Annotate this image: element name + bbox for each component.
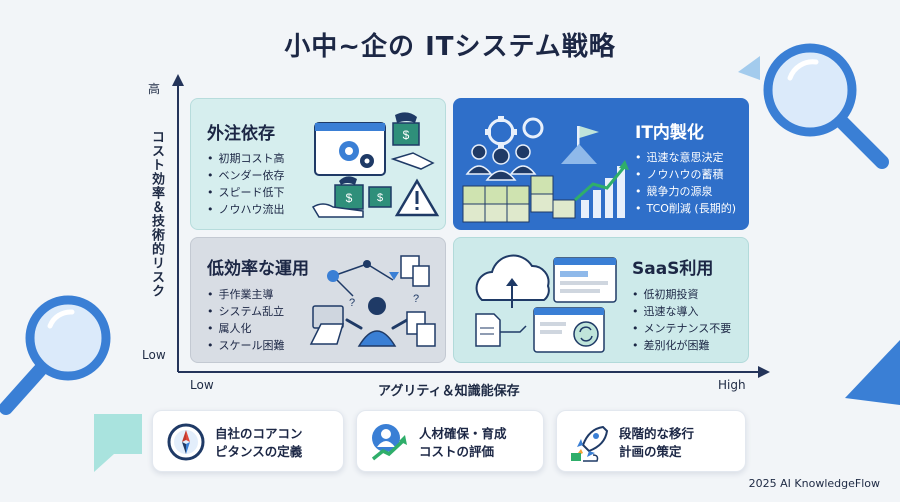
list-item: ベンダー依存 [207,167,285,184]
quadrant-bullet-list: 迅速な意思決定 ノウハウの蓄積 競争力の源泉 TCO削減 (長期的) [635,149,737,217]
x-axis-title: アグリティ＆知識能保存 [378,384,520,399]
strategy-card-talent-cost: 人材確保・育成 コストの評価 [356,410,544,472]
quadrant-bullet-list: 初期コスト高 ベンダー依存 スピード低下 ノウハウ流出 [207,150,285,218]
quadrant-saas: SaaS利用 低初期投資 迅速な導入 メンテナンス不要 差別化が困難 [453,237,749,363]
quadrant-title: 低効率な運用 [207,259,309,279]
quadrant-outsourcing: 外注依存 初期コスト高 ベンダー依存 スピード低下 ノウハウ流出 $ $ $ [190,98,446,230]
list-item: 属人化 [207,320,285,337]
magnifier-decoration-bottom-left-icon [0,295,111,415]
list-item: 迅速な導入 [632,303,731,320]
y-axis-low-label: Low [142,348,166,362]
card-label: 自社のコアコン ピタンスの定義 [215,426,303,459]
card-label: 人材確保・育成 コストの評価 [419,426,507,459]
quadrant-bullet-list: 低初期投資 迅速な導入 メンテナンス不要 差別化が困難 [632,286,732,354]
quadrant-title: 外注依存 [207,124,275,144]
magnifier-decoration-top-right-icon [738,43,889,169]
list-item: TCO削減 (長期的) [635,200,737,217]
card-label: 段階的な移行 計画の策定 [619,426,695,459]
list-item: 手作業主導 [207,286,285,303]
y-axis-arrow [172,74,184,86]
footer-credit: 2025 AI KnowledgeFlow [748,477,880,490]
x-axis-line [178,371,760,373]
team-growth-illustration-icon [462,116,629,223]
triangle-decoration-right [845,340,900,405]
page-title: 小中~企の ITシステム戦略 [284,32,616,62]
list-item: 初期コスト高 [207,150,285,167]
svg-text:?: ? [349,297,355,309]
strategy-card-migration-plan: 段階的な移行 計画の策定 [556,410,746,472]
list-item: スケール困難 [207,337,285,354]
speech-bubble-decoration [94,414,142,472]
talent-growth-icon [371,424,407,461]
x-axis-low-label: Low [190,378,214,392]
y-axis-line [177,82,179,372]
x-axis-high-label: High [718,378,746,392]
confused-worker-illustration-icon: ? ? [309,255,436,347]
quadrant-bullet-list: 手作業主導 システム乱立 属人化 スケール困難 [207,286,285,354]
quadrant-in-house-it: IT内製化 迅速な意思決定 ノウハウの蓄積 競争力の源泉 TCO削減 (長期的) [453,98,749,230]
list-item: ノウハウの蓄積 [635,166,736,183]
y-axis-high-label: 高 [148,82,161,96]
svg-text:?: ? [413,293,419,305]
svg-text:$: $ [403,128,410,142]
rocket-icon [571,425,609,462]
list-item: スピード低下 [207,184,285,201]
list-item: メンテナンス不要 [632,320,732,337]
svg-text:$: $ [377,192,383,204]
cloud-app-illustration-icon [475,254,617,353]
svg-text:$: $ [346,191,353,205]
x-axis-arrow [758,366,770,378]
strategy-card-core-competence: 自社のコアコン ピタンスの定義 [152,410,344,472]
y-axis-title: コスト効率＆技術的リスク [149,130,164,298]
list-item: 低初期投資 [632,286,731,303]
list-item: システム乱立 [207,303,285,320]
list-item: 差別化が困難 [632,337,731,354]
compass-icon [167,423,205,461]
quadrant-title: IT内製化 [635,123,704,143]
list-item: 競争力の源泉 [635,183,736,200]
list-item: ノウハウ流出 [207,201,285,218]
list-item: 迅速な意思決定 [635,149,736,166]
quadrant-low-efficiency-ops: 低効率な運用 手作業主導 システム乱立 属人化 スケール困難 ? ? [190,237,446,363]
quadrant-title: SaaS利用 [632,259,714,279]
outsourcing-cost-illustration-icon: $ $ $ [311,112,440,218]
